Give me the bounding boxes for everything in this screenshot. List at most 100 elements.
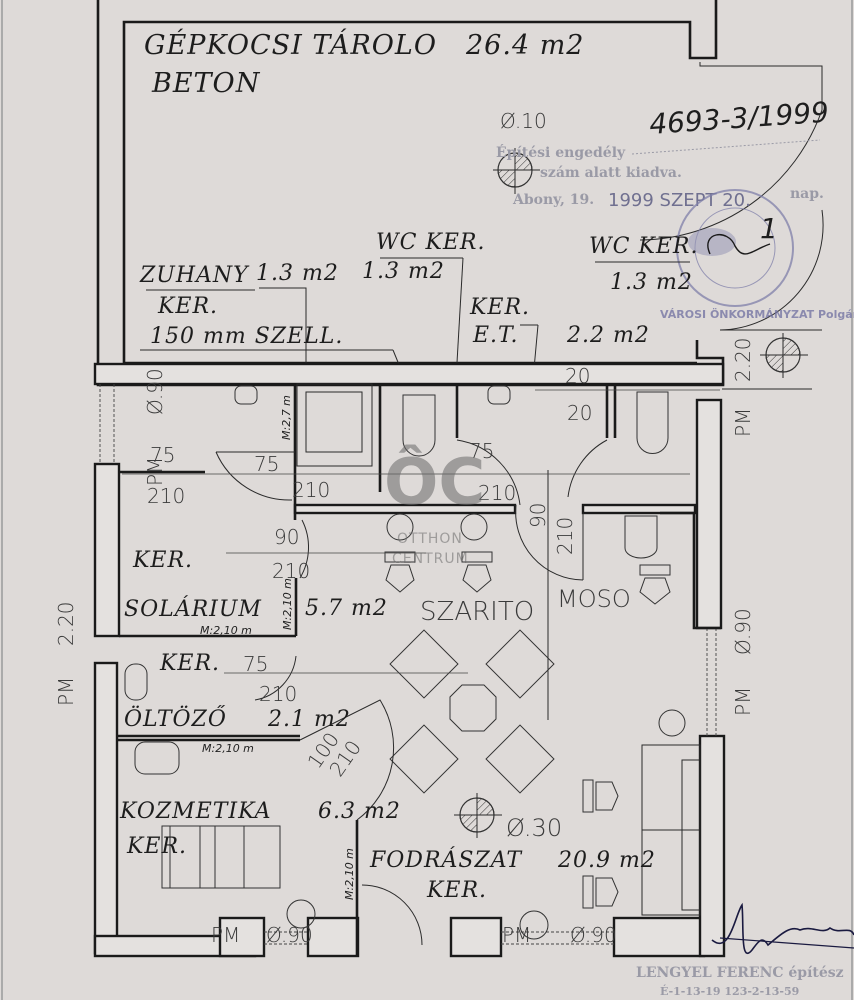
height-solarium-h: M:2,10 m bbox=[200, 624, 252, 637]
stool-icon bbox=[658, 709, 686, 737]
architect-stamp: LENGYEL FERENC építész bbox=[636, 965, 844, 981]
seal-number: 1 bbox=[760, 212, 778, 245]
right-pm-top: PM bbox=[731, 408, 755, 437]
left-sill-090: Ø.90 bbox=[143, 368, 167, 415]
hall-name: E.T. bbox=[472, 323, 519, 348]
cosmetics-area: 6.3 m2 bbox=[318, 799, 401, 824]
seal-handwriting-loop bbox=[707, 233, 771, 255]
armchair-icon bbox=[389, 724, 459, 794]
solarium-floor: KER. bbox=[132, 548, 193, 573]
sink-icon bbox=[234, 385, 258, 405]
salon-sill-090: Ø.90 bbox=[570, 923, 617, 947]
shower-area: 1.3 m2 bbox=[256, 261, 339, 286]
changing-floor: KER. bbox=[159, 651, 220, 676]
door-swing bbox=[361, 884, 423, 946]
day-label: nap. bbox=[790, 186, 824, 202]
changing-area: 2.1 m2 bbox=[267, 707, 351, 732]
hall-floor: KER. bbox=[469, 295, 530, 320]
hairdresser-name: FODRÁSZAT bbox=[369, 846, 523, 873]
salon-chair-icon bbox=[582, 779, 619, 813]
sink-icon bbox=[624, 515, 658, 559]
height-solarium-v: M:2,10 m bbox=[281, 578, 294, 630]
garage-name: GÉPKOCSI TÁROLO bbox=[144, 28, 437, 61]
dim-75-shower: 75 bbox=[254, 452, 279, 476]
watermark-text-1: OTTHON bbox=[397, 531, 463, 547]
cosmetics-sill-090: Ø.90 bbox=[266, 923, 313, 947]
door-swing bbox=[567, 439, 608, 498]
salon-chair-icon bbox=[461, 551, 493, 593]
level-marker-icon bbox=[722, 333, 812, 390]
wc2-name: WC KER. bbox=[589, 234, 699, 259]
issued-label: szám alatt kiadva. bbox=[540, 165, 682, 181]
dim-210-hall: 210 bbox=[553, 517, 577, 555]
wc1-name: WC KER. bbox=[376, 230, 486, 255]
garage-area: 26.4 m2 bbox=[465, 30, 584, 61]
door-swing bbox=[254, 655, 297, 701]
wc1-area: 1.3 m2 bbox=[362, 259, 445, 284]
dim-210-wc: 210 bbox=[478, 481, 516, 505]
changing-name: ÖLTÖZŐ bbox=[124, 705, 227, 732]
basin-icon bbox=[386, 513, 414, 541]
hall-area: 2.2 m2 bbox=[566, 323, 650, 348]
salon-chair-icon bbox=[582, 875, 619, 909]
solarium-name: SOLÁRIUM bbox=[124, 595, 262, 622]
cosmetics-floor: KER. bbox=[126, 834, 187, 859]
dim-75-wc: 75 bbox=[469, 439, 494, 463]
door-swing bbox=[456, 439, 521, 506]
dim-210-changing: 210 bbox=[259, 682, 297, 706]
place-date-label: Abony, 19. bbox=[512, 192, 594, 208]
watermark-logo-text: ÔC bbox=[384, 444, 485, 520]
dim-210-shower: 210 bbox=[292, 478, 330, 502]
garage-floor: BETON bbox=[151, 68, 261, 99]
height-shower: M:2,7 m bbox=[280, 395, 293, 440]
seal-text: VÁROSI ÖNKORMÁNYZAT Polgármesteri Hivata… bbox=[660, 307, 854, 321]
table-icon bbox=[449, 684, 497, 732]
toilet-icon bbox=[402, 394, 436, 457]
solarium-area: 5.7 m2 bbox=[305, 596, 388, 621]
salon-chair-icon bbox=[384, 551, 416, 593]
dim-75-left: 75 bbox=[150, 443, 175, 467]
door-swing bbox=[299, 519, 309, 579]
hairdresser-area: 20.9 m2 bbox=[557, 848, 656, 873]
armchair-icon bbox=[389, 629, 459, 699]
sink-icon bbox=[487, 385, 511, 405]
architect-reg: É-1-13-19 123-2-13-59 bbox=[660, 984, 799, 998]
cosmetics-pm: PM bbox=[211, 923, 240, 947]
toilet-icon bbox=[636, 391, 669, 454]
sink-icon bbox=[134, 741, 180, 775]
dim-210-left: 210 bbox=[147, 484, 185, 508]
height-changing: M:2,10 m bbox=[202, 742, 254, 755]
dim-75-changing: 75 bbox=[243, 652, 268, 676]
sink-icon bbox=[124, 663, 148, 701]
shower-tray-icon bbox=[296, 383, 373, 467]
right-pm-bottom: PM bbox=[731, 687, 755, 716]
level-marker-icon bbox=[493, 148, 540, 194]
dim-210-sol: 210 bbox=[272, 559, 310, 583]
shower-floor: KER. bbox=[157, 294, 218, 319]
shower-name: ZUHANY bbox=[139, 263, 250, 288]
dryer-name: SZARITO bbox=[420, 597, 534, 627]
basin-icon bbox=[460, 513, 488, 541]
left-pm-bottom: PM bbox=[54, 677, 78, 706]
door-swing bbox=[299, 699, 395, 821]
wc2-area: 1.3 m2 bbox=[610, 270, 693, 295]
architect-signature bbox=[711, 902, 854, 954]
hairdresser-floor: KER. bbox=[426, 878, 487, 903]
cosmetic-bed-icon bbox=[161, 825, 281, 889]
right-sill-220: 2.20 bbox=[731, 337, 755, 382]
permit-label: Építési engedély bbox=[496, 143, 626, 161]
armchair-icon bbox=[485, 724, 555, 794]
salon-pm: PM bbox=[502, 923, 531, 947]
dim-20-top: 20 bbox=[565, 364, 590, 388]
left-sill-220: 2.20 bbox=[54, 601, 78, 646]
stool-icon bbox=[519, 910, 549, 940]
door-swing bbox=[215, 451, 293, 501]
salon-chair-icon bbox=[639, 564, 671, 605]
signature-strike bbox=[719, 937, 854, 949]
dim-90-hall: 90 bbox=[526, 503, 550, 528]
permit-dotted-line bbox=[631, 139, 821, 155]
right-sill-090: Ø.90 bbox=[731, 608, 755, 655]
watermark-text-2: CENTRUM bbox=[392, 551, 469, 567]
armchair-icon bbox=[485, 629, 555, 699]
